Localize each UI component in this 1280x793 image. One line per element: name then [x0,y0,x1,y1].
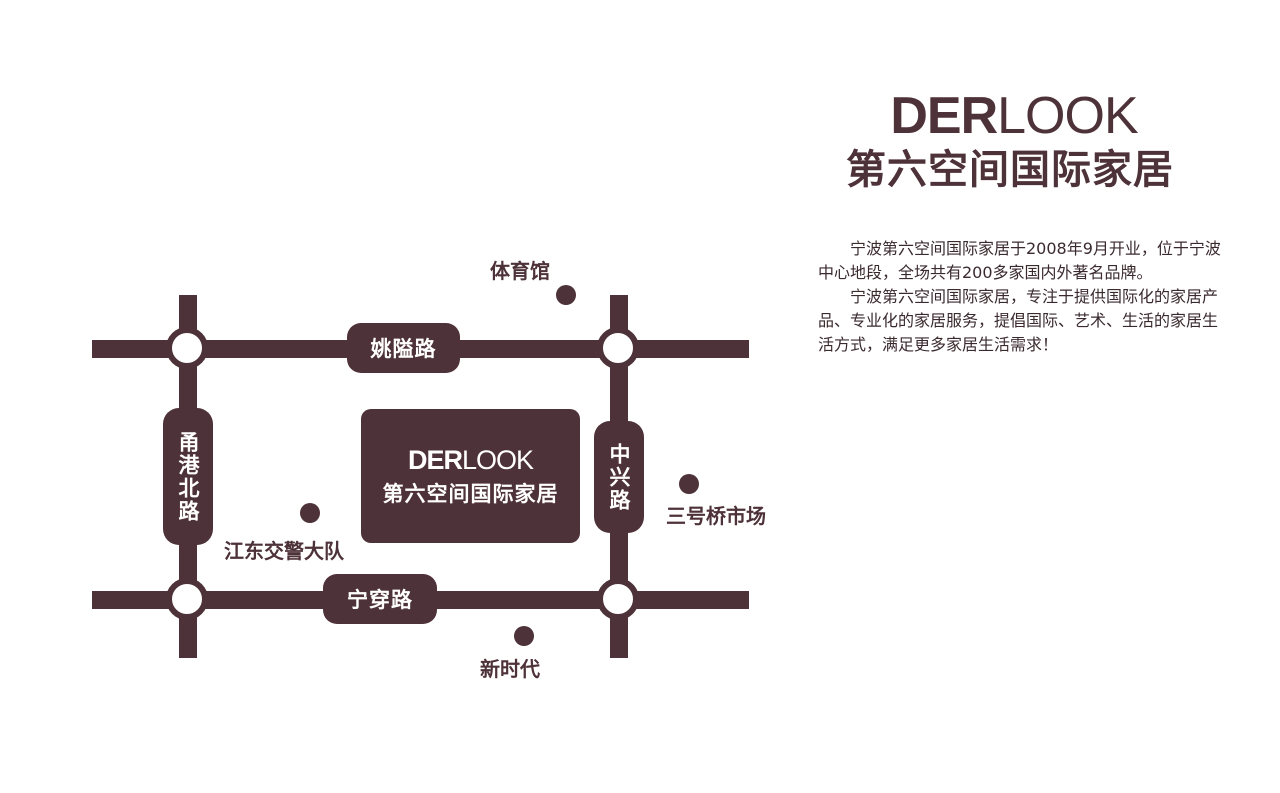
brand-header: DERLOOK 第六空间国际家居 [800,88,1220,194]
poi-dot-traffic-police [300,503,320,523]
junction-bottom-left [166,578,208,620]
destination-brand: DERLOOK [407,444,534,476]
road-label-yonggang-north: 甬港北路 [163,408,213,545]
description: 宁波第六空间国际家居于2008年9月开业，位于宁波中心地段，全场共有200多家国… [818,237,1222,357]
description-paragraph-1: 宁波第六空间国际家居于2008年9月开业，位于宁波中心地段，全场共有200多家国… [818,239,1221,282]
junction-top-right [597,327,639,369]
poi-label-market: 三号桥市场 [666,504,766,528]
brand-logo: DERLOOK [808,88,1220,144]
description-paragraph-2: 宁波第六空间国际家居，专注于提供国际化的家居产品、专业化的家居服务，提倡国际、艺… [818,287,1219,354]
road-label-zhongxing: 中兴路 [594,421,644,533]
brand-logo-bold: DER [890,87,998,145]
destination-brand-light: LOOK [461,444,534,475]
poi-dot-new-era [514,626,534,646]
poi-dot-stadium [556,285,576,305]
poi-label-stadium: 体育馆 [490,259,550,283]
junction-top-left [166,327,208,369]
brand-subtitle: 第六空间国际家居 [846,147,1174,193]
poi-dot-market [679,474,699,494]
destination-marker: DERLOOK 第六空间国际家居 [361,409,580,543]
destination-brand-bold: DER [407,444,463,475]
road-label-ningchuan: 宁穿路 [323,574,437,624]
road-label-yaoai: 姚隘路 [347,323,460,373]
poi-label-traffic-police: 江东交警大队 [224,539,344,563]
junction-bottom-right [597,578,639,620]
brand-logo-light: LOOK [997,87,1138,145]
poi-label-new-era: 新时代 [480,657,540,681]
destination-subtitle: 第六空间国际家居 [382,481,559,506]
